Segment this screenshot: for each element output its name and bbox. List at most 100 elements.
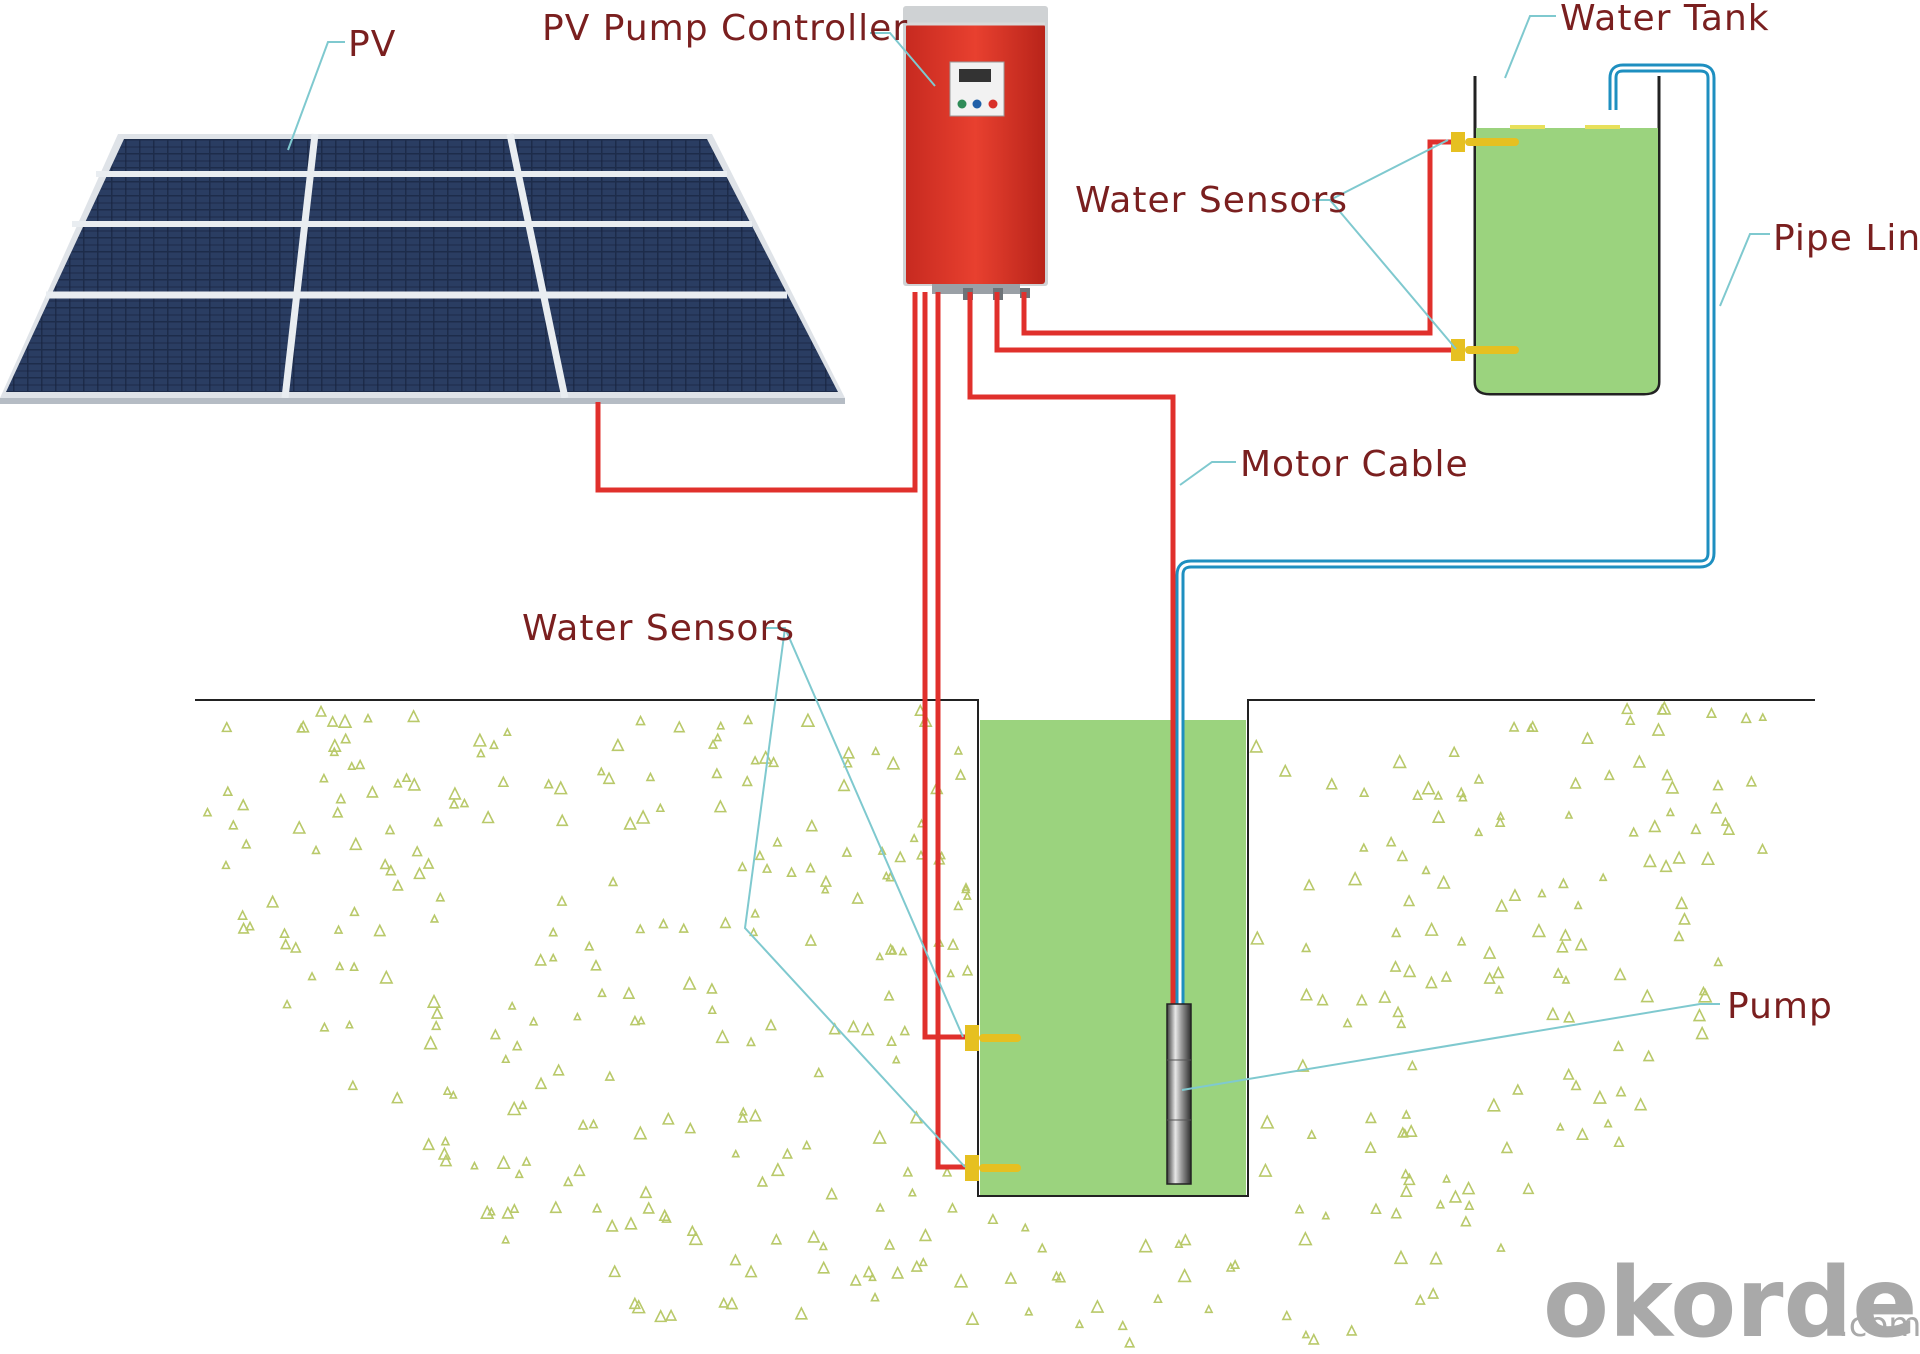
well-water	[980, 720, 1246, 1195]
soil-dot	[658, 1208, 671, 1222]
soil-dot	[1355, 993, 1368, 1006]
soil-dot	[1612, 1039, 1625, 1052]
soil-dot	[918, 1256, 928, 1267]
soil-dot	[379, 969, 394, 984]
soil-dot	[448, 798, 460, 809]
soil-dot	[1569, 776, 1582, 789]
soil-dot	[737, 1111, 749, 1123]
soil-dot	[563, 1175, 574, 1187]
soil-dot	[1303, 878, 1316, 891]
labels: PV PV Pump Controller Water Tank Water S…	[348, 0, 1920, 1027]
soil-dot	[1359, 842, 1369, 852]
soil-dot	[1574, 937, 1588, 951]
soil-dot	[961, 883, 971, 894]
soil-dot	[292, 820, 307, 834]
soil-dot	[1710, 801, 1723, 814]
soil-dot	[502, 727, 512, 736]
soil-dot	[430, 1006, 444, 1019]
soil-dot	[237, 909, 248, 921]
soil-dot	[509, 1203, 520, 1214]
soil-dot	[1051, 1270, 1062, 1281]
watermark-suffix: .com	[1838, 1305, 1920, 1345]
watermark: okorder .com	[1543, 1247, 1920, 1354]
soil-dot	[1576, 1127, 1589, 1141]
soil-dot	[633, 1125, 648, 1140]
soil-dot	[654, 1309, 668, 1323]
soil-dot	[1306, 1128, 1317, 1140]
soil-dot	[1258, 1162, 1273, 1177]
soil-dot	[807, 1229, 821, 1243]
soil-dot	[655, 802, 666, 813]
soil-dot	[435, 891, 446, 902]
soil-dot	[1657, 700, 1672, 715]
soil-dot	[715, 1029, 730, 1044]
soil-dot	[862, 1265, 875, 1278]
soil-dot	[1508, 720, 1520, 732]
soil-dot	[439, 1153, 453, 1167]
soil-dot	[887, 944, 898, 955]
soil-texture	[202, 700, 1769, 1348]
soil-dot	[1400, 1128, 1410, 1138]
soil-dot	[319, 772, 329, 783]
water-sensor-icon	[965, 132, 1519, 1181]
soil-dot	[768, 756, 780, 768]
soil-dot	[1117, 1319, 1128, 1331]
soil-dot	[764, 1018, 777, 1031]
soil-dot	[682, 975, 697, 990]
soil-dot	[1425, 975, 1438, 989]
soil-dot	[1712, 779, 1724, 791]
soil-dot	[573, 1163, 586, 1177]
soil-dot	[1473, 773, 1485, 784]
soil-dot	[750, 908, 760, 918]
soil-dot	[1461, 1180, 1476, 1195]
soil-dot	[1153, 1293, 1163, 1304]
soil-dot	[658, 917, 669, 929]
soil-dot	[635, 809, 651, 824]
soil-dot	[1429, 1251, 1443, 1265]
soil-dot	[1436, 874, 1451, 889]
soil-dot	[556, 895, 568, 906]
soil-dot	[794, 1306, 809, 1320]
soil-dot	[1494, 984, 1504, 994]
soil-dot	[1500, 1140, 1514, 1154]
soil-dot	[758, 749, 773, 764]
soil-dot	[883, 989, 895, 1001]
soil-dot	[1435, 1199, 1446, 1209]
soil-dot	[280, 937, 292, 950]
soil-dot	[871, 745, 881, 756]
soil-dot	[1250, 930, 1265, 945]
soil-dot	[429, 913, 440, 923]
soil-dot	[534, 1076, 548, 1090]
soil-dot	[1421, 780, 1436, 795]
soil-dot	[664, 1308, 678, 1321]
soil-dot	[326, 715, 339, 727]
label-pump: Pump	[1727, 986, 1833, 1027]
soil-dot	[237, 921, 250, 934]
soil-dot	[842, 757, 853, 768]
soil-dot	[1392, 753, 1407, 769]
soil-dot	[1179, 1233, 1192, 1246]
soil-dot	[1661, 768, 1674, 781]
soil-dot	[719, 916, 732, 929]
soil-dot	[279, 927, 290, 938]
soil-dot	[881, 870, 891, 880]
soil-dot	[623, 816, 638, 830]
soil-dot	[1598, 872, 1608, 882]
soil-dot	[584, 940, 595, 951]
soil-dot	[1625, 714, 1636, 726]
soil-dot	[1482, 945, 1497, 959]
soil-dot	[635, 714, 646, 726]
soil-dot	[335, 961, 345, 971]
soil-dot	[1230, 1259, 1241, 1270]
soil-dot	[741, 774, 753, 787]
soil-dot	[577, 1118, 589, 1130]
soil-dot	[349, 836, 363, 851]
soil-dot	[552, 1063, 565, 1076]
soil-dot	[947, 1202, 958, 1213]
soil-dot	[543, 778, 554, 789]
soil-dot	[442, 1085, 453, 1095]
soil-dot	[481, 810, 495, 824]
water-tank	[1473, 76, 1661, 396]
soil-dot	[842, 745, 856, 759]
